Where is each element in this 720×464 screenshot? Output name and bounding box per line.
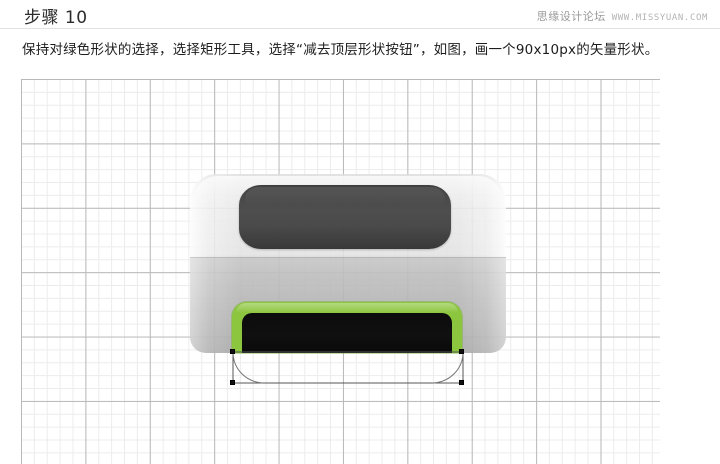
device-top-dark-panel	[239, 185, 451, 249]
watermark-url: WWW.MISSYUAN.COM	[611, 13, 708, 23]
speaker-illustration	[190, 174, 506, 385]
path-anchor-top-left[interactable]	[230, 349, 235, 354]
watermark: 思缘设计论坛 WWW.MISSYUAN.COM	[537, 8, 708, 24]
path-anchor-top-right[interactable]	[459, 349, 464, 354]
watermark-site-name: 思缘设计论坛	[536, 10, 606, 23]
device-body-seam-line	[190, 257, 506, 258]
design-canvas-grid[interactable]	[21, 79, 660, 464]
device-top-panel-gloss	[245, 187, 445, 205]
page-header: 步骤 10 思缘设计论坛 WWW.MISSYUAN.COM	[0, 0, 720, 29]
instruction-text: 保持对绿色形状的选择，选择矩形工具，选择“减去顶层形状按钮”，如图，画一个90x…	[22, 42, 659, 58]
path-anchor-bottom-left[interactable]	[230, 380, 235, 385]
vector-path-preview	[232, 351, 464, 385]
page-title: 步骤 10	[24, 8, 88, 28]
device-inner-dark-slot	[242, 313, 452, 353]
green-shape-highlight	[236, 303, 458, 313]
path-anchor-bottom-right[interactable]	[459, 380, 464, 385]
